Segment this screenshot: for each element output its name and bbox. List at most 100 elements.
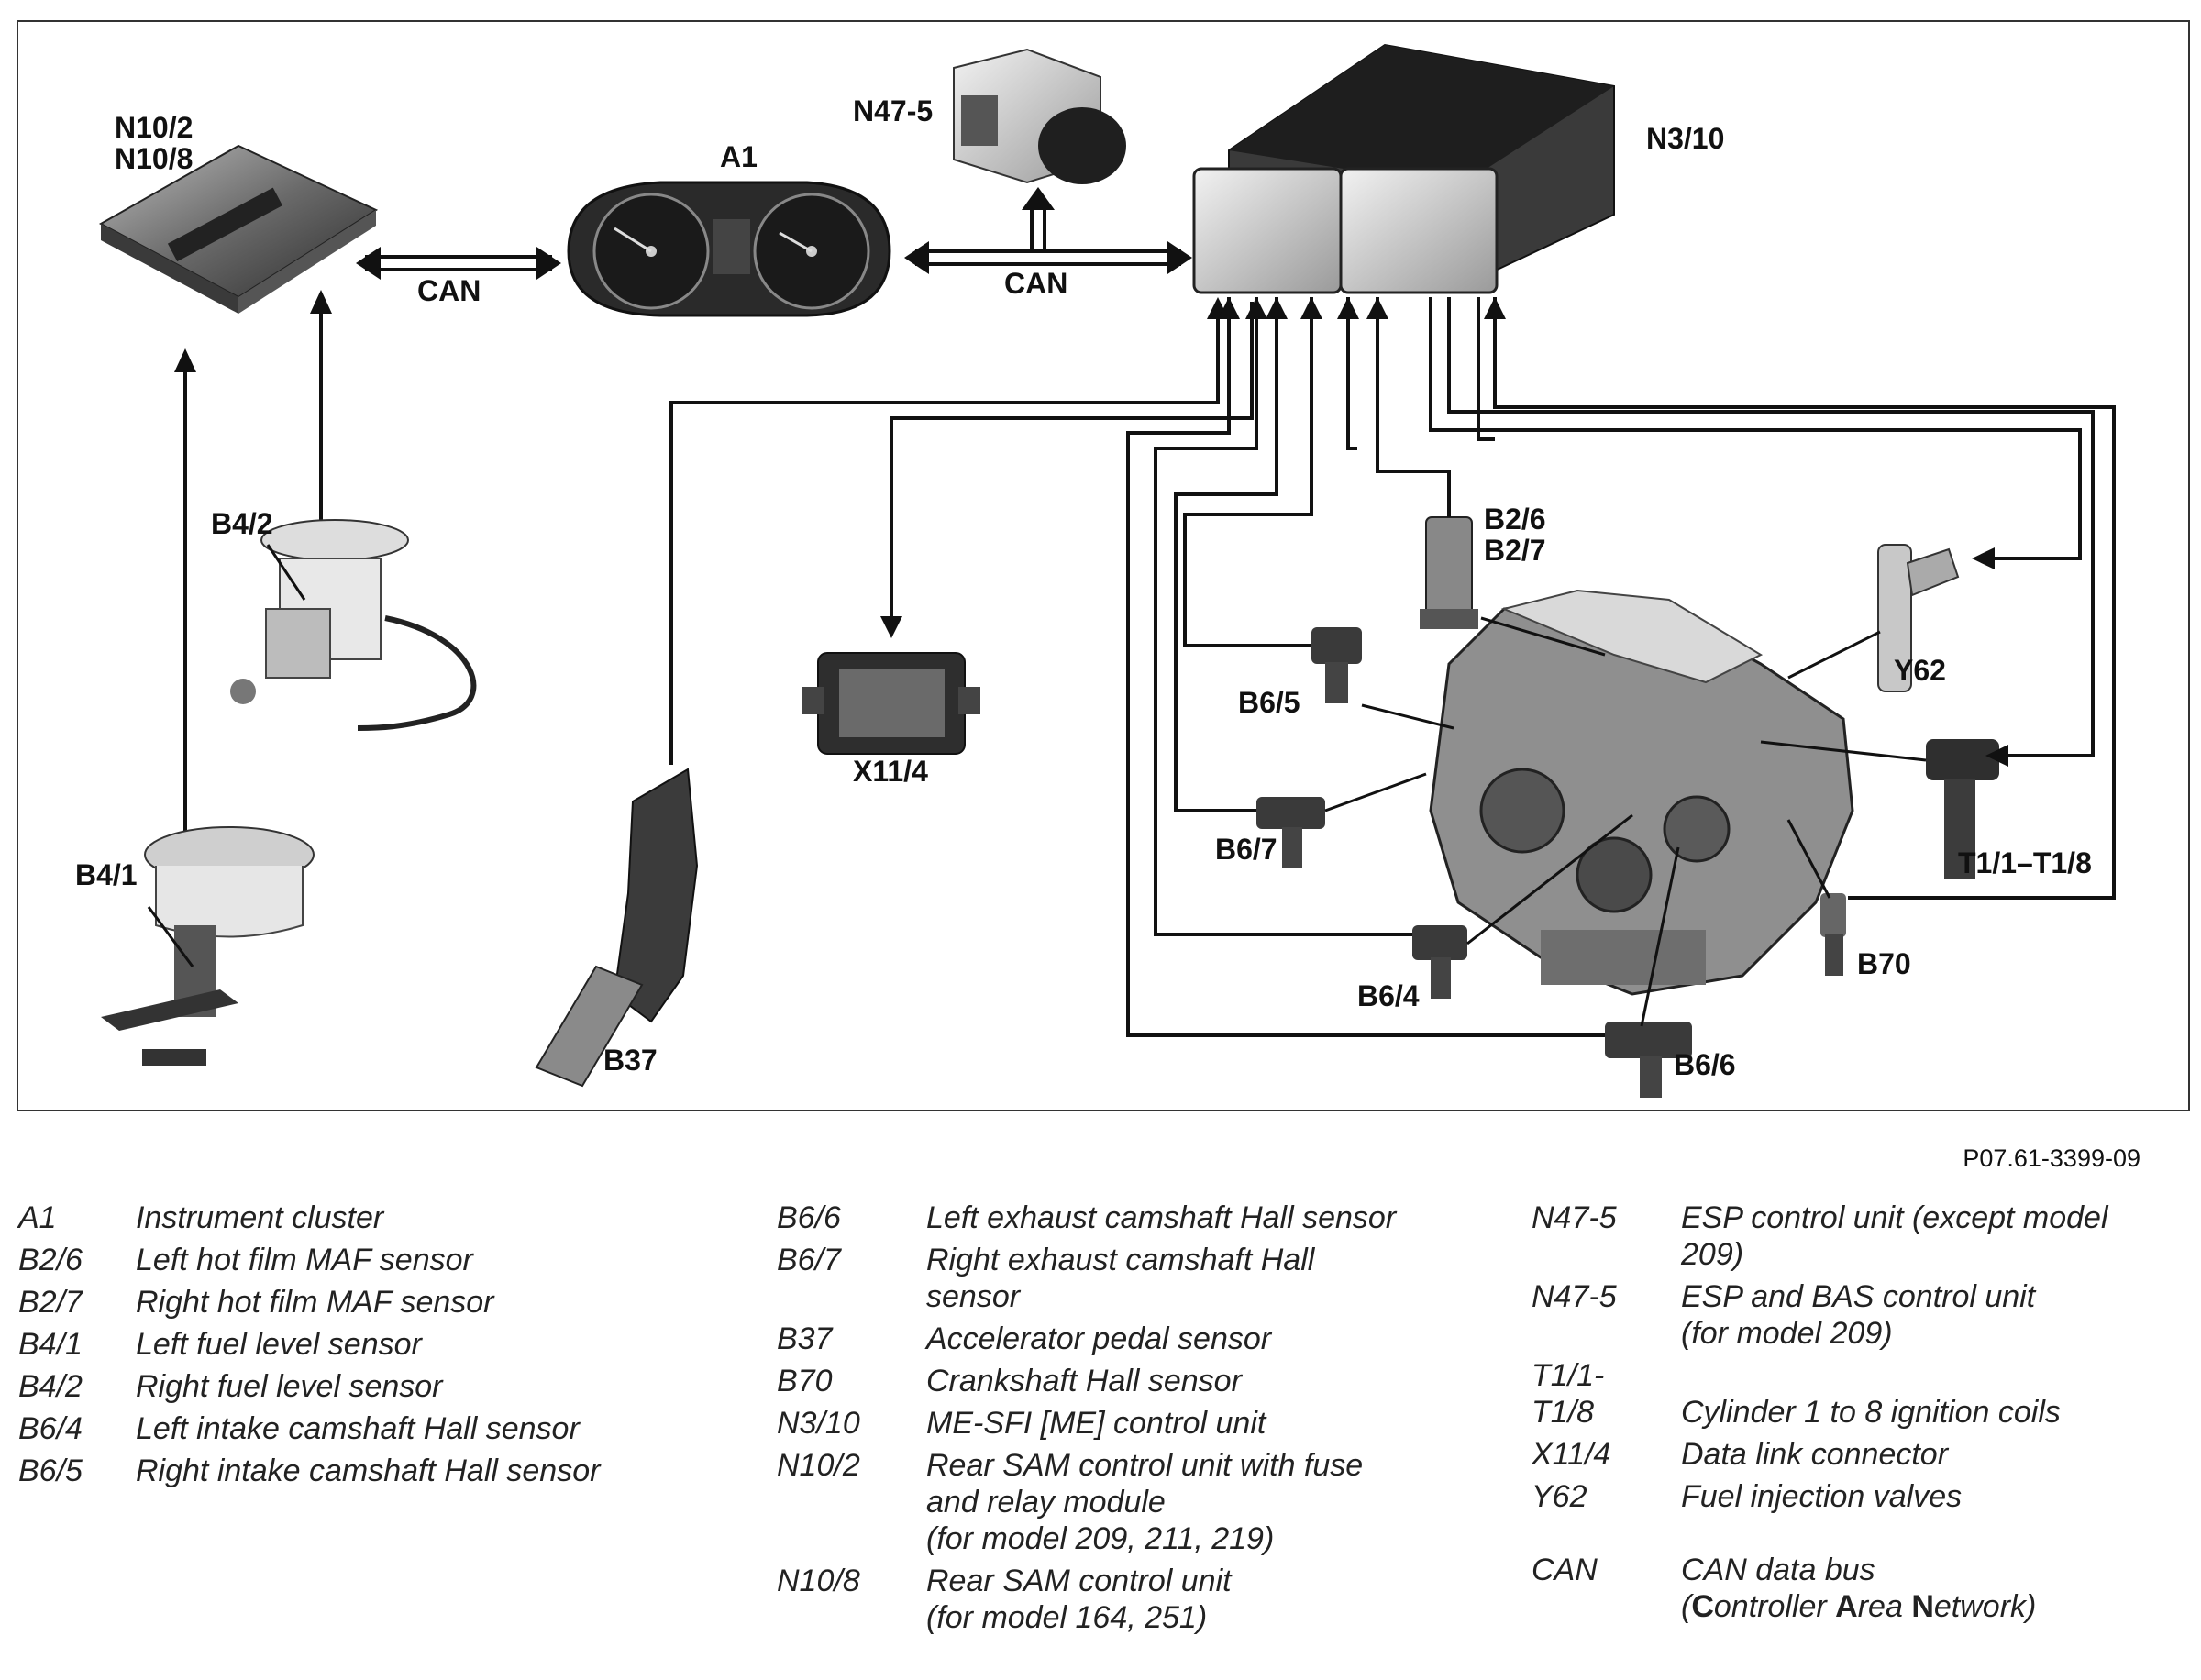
legend-description: Accelerator pedal sensor: [926, 1321, 1501, 1357]
can-word-rest: ontroller: [1713, 1589, 1836, 1624]
legend-description: Cylinder 1 to 8 ignition coils: [1681, 1394, 2192, 1431]
label-n47-5: N47-5: [853, 94, 934, 127]
legend-description: Crankshaft Hall sensor: [926, 1363, 1501, 1399]
legend-description: [1681, 1357, 2192, 1394]
legend-code: B4/2: [18, 1369, 83, 1404]
legend-code: N3/10: [777, 1406, 860, 1441]
hall-sensor-b6-6-image: [1605, 846, 1692, 1098]
legend-description: Left hot film MAF sensor: [136, 1242, 752, 1278]
legend-code: B6/4: [18, 1411, 83, 1446]
label-y62: Y62: [1894, 654, 1946, 687]
accelerator-pedal-image: [535, 297, 1229, 1088]
label-b2-7: B2/7: [1484, 534, 1546, 567]
legend-description: ESP and BAS control unit(for model 209): [1681, 1278, 2192, 1352]
ignition-coil-image: [1760, 739, 1999, 879]
legend-line: Instrument cluster: [136, 1200, 384, 1235]
legend-line: Left hot film MAF sensor: [136, 1243, 473, 1277]
legend-line: ESP control unit (except model: [1681, 1200, 2108, 1235]
label-b2-6: B2/6: [1484, 503, 1546, 536]
can-letter-c: C: [1691, 1589, 1714, 1624]
legend-line: ESP and BAS control unit: [1681, 1279, 2036, 1314]
can-letter-n: N: [1911, 1589, 1934, 1624]
legend-code: B37: [777, 1321, 833, 1356]
legend-row: T1/8 Cylinder 1 to 8 ignition coils: [1532, 1394, 2192, 1431]
engine-image: [1429, 589, 1854, 996]
label-n10-2: N10/2: [115, 111, 194, 144]
legend-line: Left fuel level sensor: [136, 1327, 422, 1362]
legend-row: Y62 Fuel injection valves: [1532, 1478, 2192, 1515]
legend-description: Right hot film MAF sensor: [136, 1284, 752, 1321]
label-b6-5: B6/5: [1238, 686, 1300, 719]
maf-sensor-image: [1420, 516, 1606, 657]
legend-line: and relay module: [926, 1485, 1166, 1520]
sensor-signal-wires: [1126, 297, 2116, 1037]
legend-code: T1/8: [1532, 1395, 1595, 1430]
legend-description: Rear SAM control unit(for model 164, 251…: [926, 1563, 1501, 1636]
label-x11-4: X11/4: [853, 755, 928, 788]
legend-line: 209): [1681, 1237, 1744, 1272]
legend-description: Right intake camshaft Hall sensor: [136, 1453, 752, 1489]
legend-row: N3/10 ME-SFI [ME] control unit: [777, 1405, 1501, 1442]
legend-row: N10/8 Rear SAM control unit(for model 164…: [777, 1563, 1501, 1636]
legend-row: B2/6 Left hot film MAF sensor: [18, 1242, 752, 1278]
schematic-diagram: N10/2 N10/8 A1 N47-5 N3/10 CAN CAN B4/2 …: [17, 20, 2190, 1111]
legend-line: (for model 209): [1681, 1316, 1893, 1351]
legend-description: ME-SFI [ME] control unit: [926, 1405, 1501, 1442]
can-bus-arrow-left: [356, 247, 561, 280]
legend-line: Right intake camshaft Hall sensor: [136, 1453, 601, 1488]
label-b37: B37: [603, 1044, 658, 1077]
legend-line: Rear SAM control unit with fuse: [926, 1448, 1364, 1483]
hall-sensor-b6-7-image: [1256, 772, 1427, 868]
label-n10-8: N10/8: [115, 142, 194, 175]
label-b2-6-b2-7: B2/6 B2/7: [1484, 503, 1546, 566]
legend-code: CAN: [1532, 1553, 1598, 1587]
legend-code: B2/6: [18, 1243, 83, 1277]
legend-line: ME-SFI [ME] control unit: [926, 1406, 1266, 1441]
label-b6-4: B6/4: [1357, 979, 1420, 1012]
esp-control-unit-image: [953, 48, 1126, 184]
legend-row: B37 Accelerator pedal sensor: [777, 1321, 1501, 1357]
legend-line: Data link connector: [1681, 1437, 1949, 1472]
legend-line: Right exhaust camshaft Hall: [926, 1243, 1315, 1277]
legend-code: B70: [777, 1364, 833, 1398]
legend-line: Accelerator pedal sensor: [926, 1321, 1272, 1356]
legend-code: T1/1-: [1532, 1358, 1605, 1393]
legend-code: B6/7: [777, 1243, 841, 1277]
legend-line: CAN data bus: [1681, 1553, 1875, 1587]
legend-line: Fuel injection valves: [1681, 1479, 1963, 1514]
signal-arrowheads: [1218, 297, 2008, 767]
fuel-injector-image: [1787, 544, 1960, 692]
legend-code: Y62: [1532, 1479, 1587, 1514]
label-t1-1-t1-8: T1/1–T1/8: [1958, 846, 2092, 879]
label-b70: B70: [1857, 947, 1911, 980]
legend-code: N10/8: [777, 1564, 860, 1598]
label-b4-1: B4/1: [75, 858, 138, 891]
legend-line: (for model 209, 211, 219): [926, 1521, 1275, 1556]
can-word-rest: etwork): [1933, 1589, 2037, 1624]
sam-control-unit-image: [98, 144, 379, 314]
paren: (: [1681, 1589, 1692, 1624]
legend-code: N10/2: [777, 1448, 860, 1483]
legend-description: Left fuel level sensor: [136, 1326, 752, 1363]
legend-description: Right fuel level sensor: [136, 1368, 752, 1405]
legend-description: CAN data bus(Controller Area Network): [1681, 1552, 2192, 1625]
legend-description: Fuel injection valves: [1681, 1478, 2192, 1515]
can-bus-arrow-right: [904, 187, 1192, 274]
label-b6-7: B6/7: [1215, 833, 1277, 866]
diagram-canvas: [98, 43, 2116, 1098]
figure-code: P07.61-3399-09: [1963, 1144, 2140, 1172]
label-b6-6: B6/6: [1674, 1048, 1736, 1081]
legend-code: N47-5: [1532, 1200, 1617, 1235]
